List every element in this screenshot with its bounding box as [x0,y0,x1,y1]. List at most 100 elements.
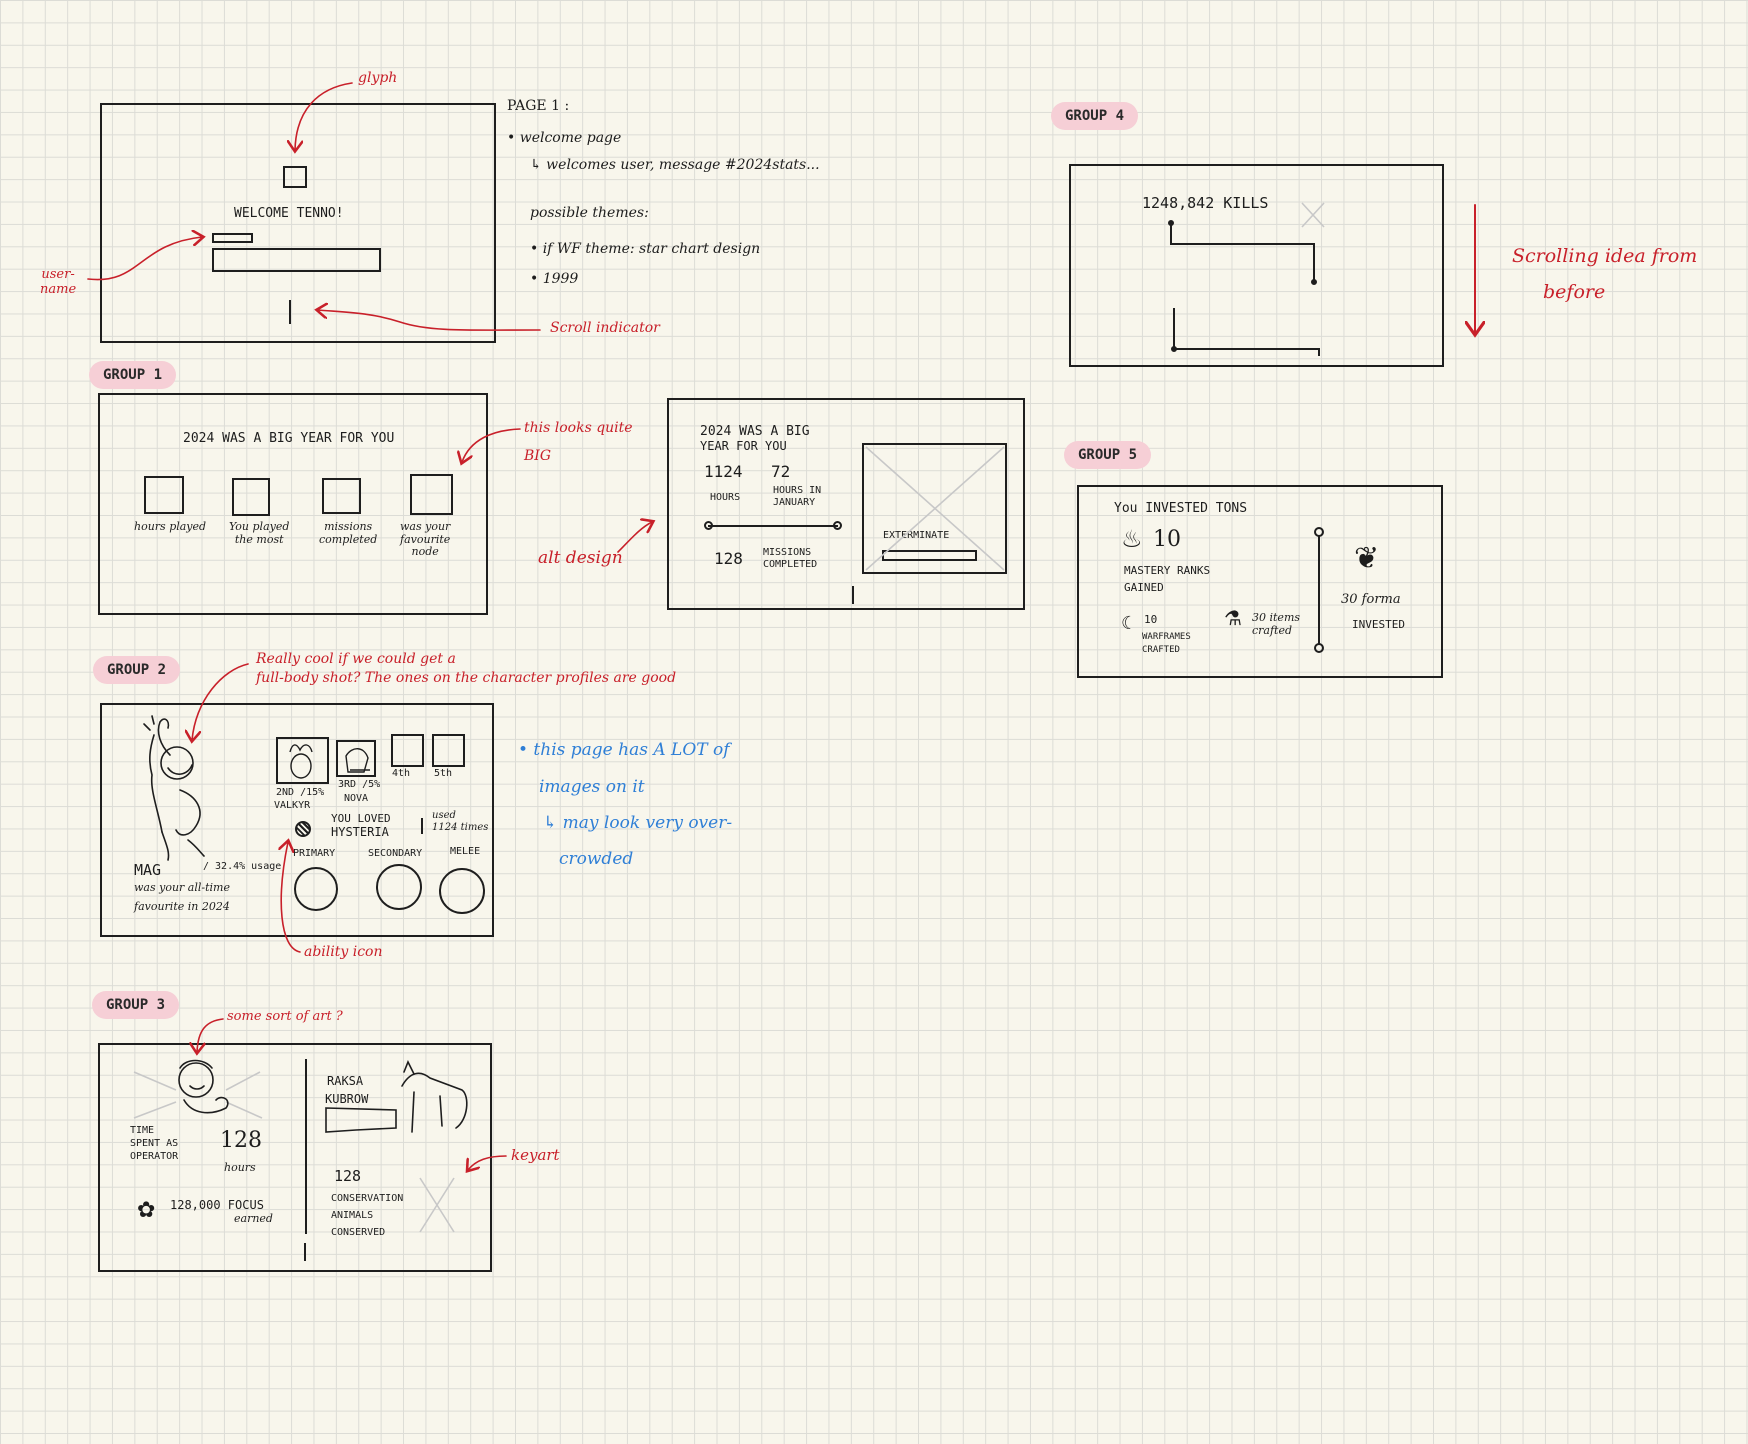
page1-note: • if WF theme: star chart design [530,241,761,257]
invested-title: You INVESTED TONS [1114,501,1248,516]
rank2-label: 2ND /15% [276,787,325,798]
username-annotation: user- name [40,267,77,297]
crowded-note: • this page has A LOT of [518,740,730,760]
crafting-icon: ⚗ [1224,606,1242,630]
favourite-line2: favourite in 2024 [134,900,230,913]
focus-value: 128,000 FOCUS [170,1198,264,1212]
glyph-placeholder [283,166,307,188]
page1-note-title: PAGE 1 : [507,98,570,114]
stat-box-missions [322,478,361,514]
alt-slider-track [708,525,838,527]
group4-tag: GROUP 4 [1051,102,1139,130]
operator-hours-value: 128 [220,1128,262,1153]
mastery-icon: ♨ [1121,525,1143,553]
mastery-line1: MASTERY RANKS [1124,564,1211,577]
group1-title: 2024 WAS A BIG YEAR FOR YOU [183,431,395,446]
alt-exterminate-label: EXTERMINATE [883,530,950,541]
group5-frame [1077,485,1443,678]
rank4-portrait [391,734,424,767]
primary-label: PRIMARY [293,848,336,859]
secondary-label: SECONDARY [368,848,423,859]
alt-slider-end [833,521,842,530]
secondary-weapon-circle [376,864,422,910]
items-crafted: 30 items crafted [1252,611,1301,637]
ability-icon [295,821,311,837]
group1-frame [98,393,488,615]
slider-top-knob [1314,527,1324,537]
alt-design-annotation: alt design [538,548,623,568]
group2-tag: GROUP 2 [93,656,181,684]
warframes-line1: WARFRAMES [1142,632,1191,642]
rank5-label: 5th [434,768,453,779]
alt-jan-label: HOURS IN JANUARY [773,485,822,508]
stat-box-node [410,474,453,515]
focus-icon: ✿ [137,1198,156,1223]
conservation-line2: ANIMALS [331,1210,374,1221]
operator-time-line1: TIME [130,1125,155,1136]
alt-design-arrow [617,522,652,553]
big-annotation-line2: BIG [524,448,552,464]
slider-track [1318,535,1320,645]
group3-scroll-indicator [304,1243,306,1261]
alt-mission-image [862,443,1007,574]
warframes-line2: CRAFTED [1142,645,1180,655]
username-input-box [212,248,381,272]
favourite-frame-name: MAG [134,861,162,879]
scrolling-annotation-line1: Scrolling idea from [1512,245,1698,267]
forma-icon: ❦ [1354,541,1380,576]
page1-note: • 1999 [530,271,579,287]
alt-title-line1: 2024 WAS A BIG [700,424,810,439]
welcome-page-frame [100,103,496,343]
rank2-name: VALKYR [274,800,311,811]
stat-box-hours [144,476,184,514]
operator-hours-label: hours [224,1161,256,1174]
rank3-name: NOVA [344,793,369,804]
rank2-portrait [276,737,329,784]
loved-line2: HYSTERIA [331,825,389,839]
scroll-indicator-annotation: Scroll indicator [550,320,660,336]
label-missions-completed: missions completed [319,520,378,546]
ability-icon-annotation: ability icon [304,944,383,960]
conservation-value: 128 [334,1167,362,1185]
alt-scroll-indicator [852,586,854,604]
forma-line2: INVESTED [1352,618,1405,631]
operator-time-line3: OPERATOR [130,1151,179,1162]
username-small-box [212,233,253,243]
alt-slider-start [704,521,713,530]
glyph-annotation: glyph [358,70,398,86]
warframe-icon: ☾ [1121,613,1138,634]
rank3-label: 3RD /5% [338,779,381,790]
warframes-value: 10 [1144,613,1158,626]
crowded-note: crowded [559,849,634,869]
loved-used: used 1124 times [432,810,489,833]
mastery-line2: GAINED [1124,581,1164,594]
label-played-most: You played the most [229,520,290,546]
favourite-frame-usage: / 32.4% usage [203,861,282,872]
favourite-line1: was your all-time [134,881,230,894]
conservation-line3: CONSERVED [331,1227,386,1238]
page1-note: ↳ welcomes user, message #2024stats... [530,157,820,173]
mastery-value: 10 [1153,527,1181,552]
pet-line2: KUBROW [325,1092,369,1106]
full-body-annotation-line2: full-body shot? The ones on the characte… [256,670,677,686]
scroll-indicator [289,300,291,324]
loved-divider [421,818,423,834]
full-body-annotation-line1: Really cool if we could get a [256,651,456,667]
alt-hours-label: HOURS [710,492,741,503]
slider-bottom-knob [1314,643,1324,653]
alt-missions-value: 128 [714,549,743,568]
scrolling-annotation-line2: before [1543,281,1606,303]
crowded-note: images on it [539,777,645,797]
label-favourite-node: was your favourite node [400,520,451,559]
group3-tag: GROUP 3 [92,991,180,1019]
page1-note: possible themes: [530,205,649,221]
welcome-title: WELCOME TENNO! [234,206,344,221]
alt-hours-value: 1124 [704,462,743,481]
group5-tag: GROUP 5 [1064,441,1152,469]
operator-time-line2: SPENT AS [130,1138,179,1149]
rank3-portrait [336,740,376,777]
label-hours-played: hours played [134,520,207,533]
group3-divider [305,1059,307,1234]
rank5-portrait [432,734,465,767]
crowded-note: ↳ may look very over- [543,813,733,833]
